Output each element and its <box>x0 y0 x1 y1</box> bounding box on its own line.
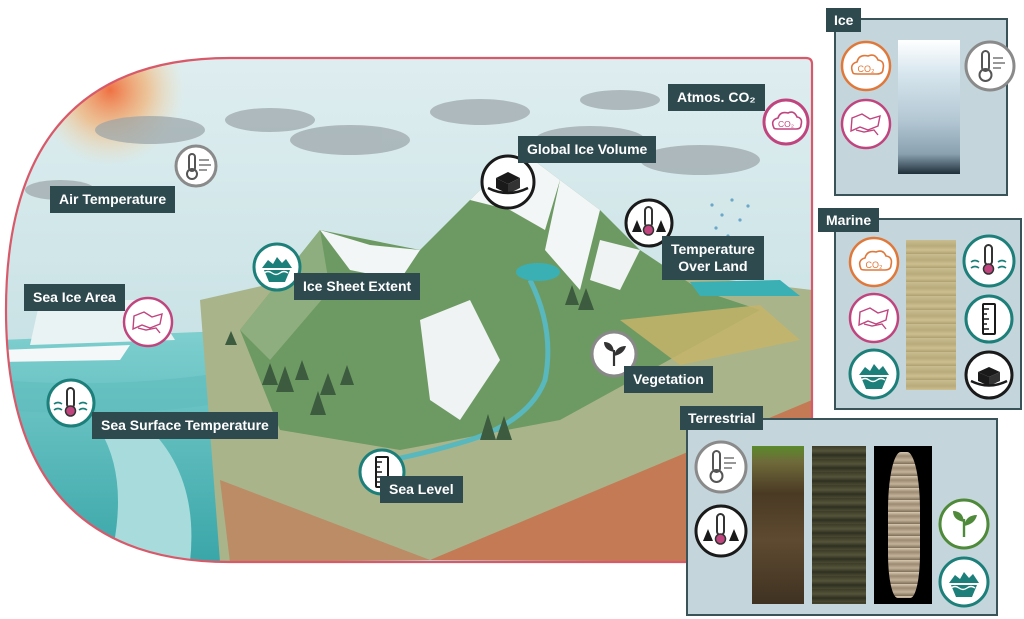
terrestrial-panel-vegetation-icon <box>938 498 990 550</box>
ice-panel-co2-icon: CO₂ <box>840 40 892 92</box>
terrestrial-panel-land-temperature-icon <box>694 504 748 558</box>
label-sea-surface-temperature: Sea Surface Temperature <box>92 412 278 439</box>
marine-panel-sea-ice-icon <box>848 292 900 344</box>
marine-panel-sea-level-icon <box>964 294 1014 344</box>
speleothem-shape <box>888 452 920 598</box>
marine-panel-title: Marine <box>818 208 880 232</box>
terrestrial-panel-air-temperature-icon <box>694 440 748 494</box>
soil-core-image <box>752 446 804 604</box>
marine-panel-co2-text: CO₂ <box>866 260 884 270</box>
label-sea-ice-area: Sea Ice Area <box>24 284 125 311</box>
label-vegetation: Vegetation <box>624 366 713 393</box>
ice-core-image <box>898 40 960 174</box>
vegetation-icon <box>590 330 638 378</box>
marine-panel-ice-volume-icon <box>964 350 1014 400</box>
label-temperature-over-land: Temperature Over Land <box>662 236 764 280</box>
ice-volume-icon <box>480 154 536 210</box>
co2-icon-text: CO₂ <box>778 119 794 129</box>
land-temperature-icon <box>624 198 674 248</box>
label-ice-sheet-extent: Ice Sheet Extent <box>294 273 421 300</box>
marine-core-image <box>906 240 956 390</box>
marine-panel-sea-surface-temperature-icon <box>962 234 1016 288</box>
ice-panel-sea-ice-icon <box>840 98 892 150</box>
speleothem-image <box>874 446 932 604</box>
ice-panel-title: Ice <box>826 8 862 32</box>
lake-sediment-core-image <box>812 446 866 604</box>
air-temperature-icon <box>174 144 218 188</box>
sea-ice-icon <box>122 296 174 348</box>
co2-icon: CO₂ <box>762 98 810 146</box>
label-temperature-over-land-line2: Over Land <box>678 258 748 274</box>
label-air-temperature: Air Temperature <box>50 186 176 213</box>
label-sea-level: Sea Level <box>380 476 463 503</box>
label-atmos-co2: Atmos. CO₂ <box>668 84 765 111</box>
marine-panel-ice-sheet-icon <box>848 348 900 400</box>
label-temperature-over-land-line1: Temperature <box>671 241 755 257</box>
ice-sheet-icon <box>252 242 302 292</box>
terrestrial-panel-ice-sheet-icon <box>938 556 990 608</box>
label-global-ice-volume: Global Ice Volume <box>518 136 657 163</box>
sea-surface-temperature-icon <box>46 378 96 428</box>
marine-panel-co2-icon: CO₂ <box>848 236 900 288</box>
terrestrial-panel-title: Terrestrial <box>680 406 764 430</box>
ice-panel-air-temperature-icon <box>964 40 1016 92</box>
ice-panel-co2-text: CO₂ <box>858 64 876 74</box>
